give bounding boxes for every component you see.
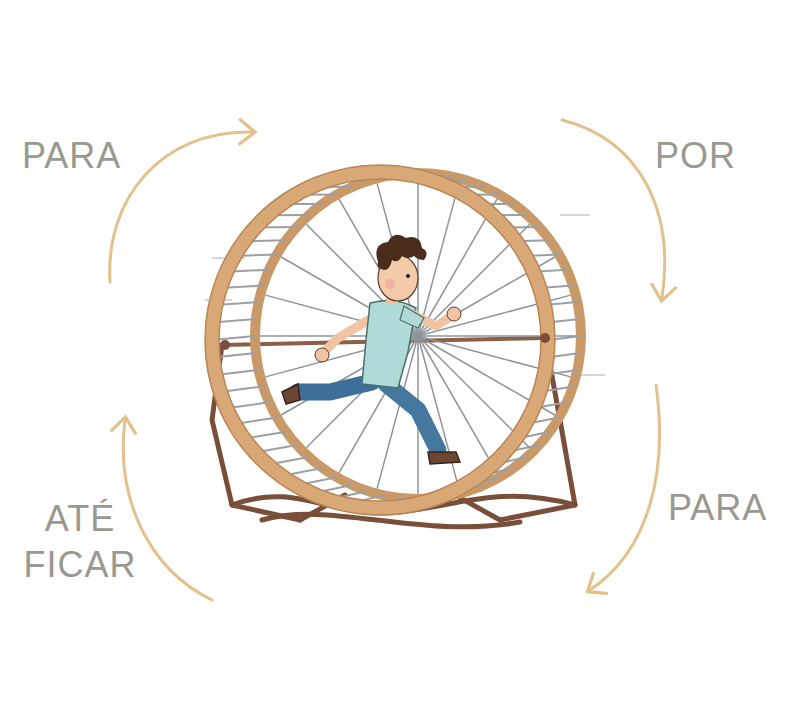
- cycle-arrow: [562, 120, 665, 298]
- running-person: [282, 235, 461, 464]
- cycle-word: PARA: [22, 133, 121, 179]
- cycle-arrow: [123, 420, 212, 600]
- cycle-word: ATÉ FICAR: [10, 496, 150, 588]
- axle: [540, 333, 550, 343]
- wheel-back-ring: [255, 173, 581, 499]
- axle: [220, 340, 230, 350]
- wheel-spokes: [260, 178, 576, 494]
- cycle-arrow: [590, 385, 660, 590]
- wheel-front-ring: [212, 172, 548, 508]
- cycle-word: POR: [655, 133, 736, 179]
- cycle-word: PARA: [668, 485, 767, 531]
- wheel-spoke: [418, 199, 497, 336]
- wheel-spoke: [418, 336, 497, 473]
- wheel-slats: [212, 172, 581, 508]
- wheel-ring-edge: [205, 165, 555, 515]
- wheel-ring-edge: [219, 179, 541, 501]
